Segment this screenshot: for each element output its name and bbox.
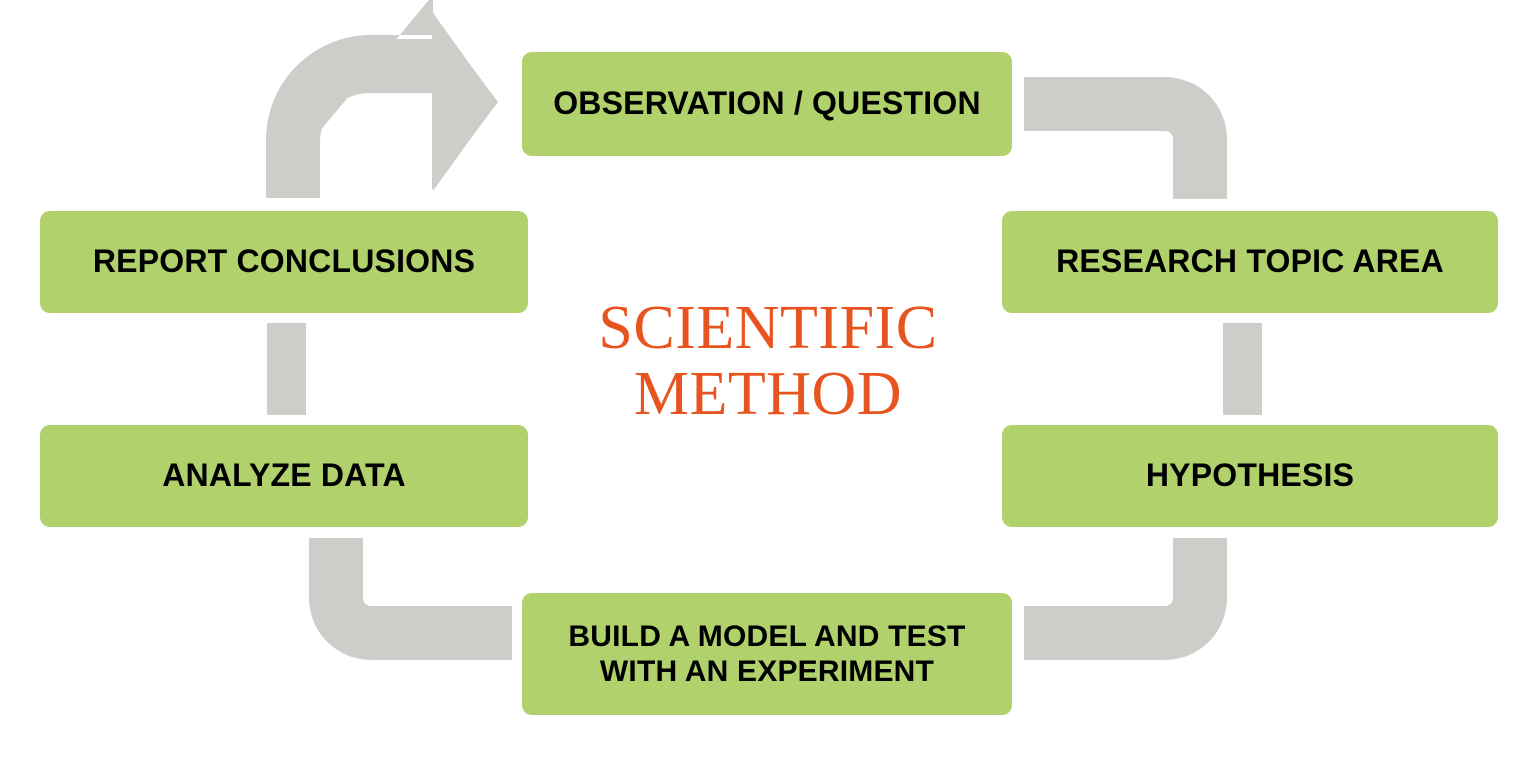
connector-hypothesis-to-build-icon: [1024, 538, 1227, 660]
connector-research-to-hypothesis-icon: [1223, 323, 1262, 415]
connector-report-stem-icon: [266, 172, 320, 198]
connector-build-to-analyze-icon: [309, 538, 512, 660]
arrowhead-solid-icon: [432, 14, 498, 190]
node-build-model-test-label: BUILD A MODEL AND TEST WITH AN EXPERIMEN…: [568, 619, 966, 688]
connector-analyze-to-report-icon: [267, 323, 306, 415]
node-analyze-data-label: ANALYZE DATA: [162, 457, 406, 494]
connector-observation-to-research-icon: [1024, 77, 1227, 199]
node-hypothesis[interactable]: HYPOTHESIS: [1002, 425, 1498, 527]
node-report-conclusions-label: REPORT CONCLUSIONS: [92, 243, 476, 280]
node-research-topic-area[interactable]: RESEARCH TOPIC AREA: [1002, 211, 1498, 313]
node-observation-question-label: OBSERVATION / QUESTION: [553, 85, 981, 122]
node-build-model-test[interactable]: BUILD A MODEL AND TEST WITH AN EXPERIMEN…: [522, 593, 1012, 715]
node-observation-question[interactable]: OBSERVATION / QUESTION: [522, 52, 1012, 156]
node-research-topic-area-label: RESEARCH TOPIC AREA: [1056, 243, 1444, 280]
node-report-conclusions[interactable]: REPORT CONCLUSIONS: [40, 211, 528, 313]
connector-report-to-observation-arrow-icon: [266, 39, 433, 196]
node-hypothesis-label: HYPOTHESIS: [1145, 457, 1355, 494]
node-analyze-data[interactable]: ANALYZE DATA: [40, 425, 528, 527]
diagram-center-title: SCIENTIFIC METHOD: [598, 294, 938, 428]
